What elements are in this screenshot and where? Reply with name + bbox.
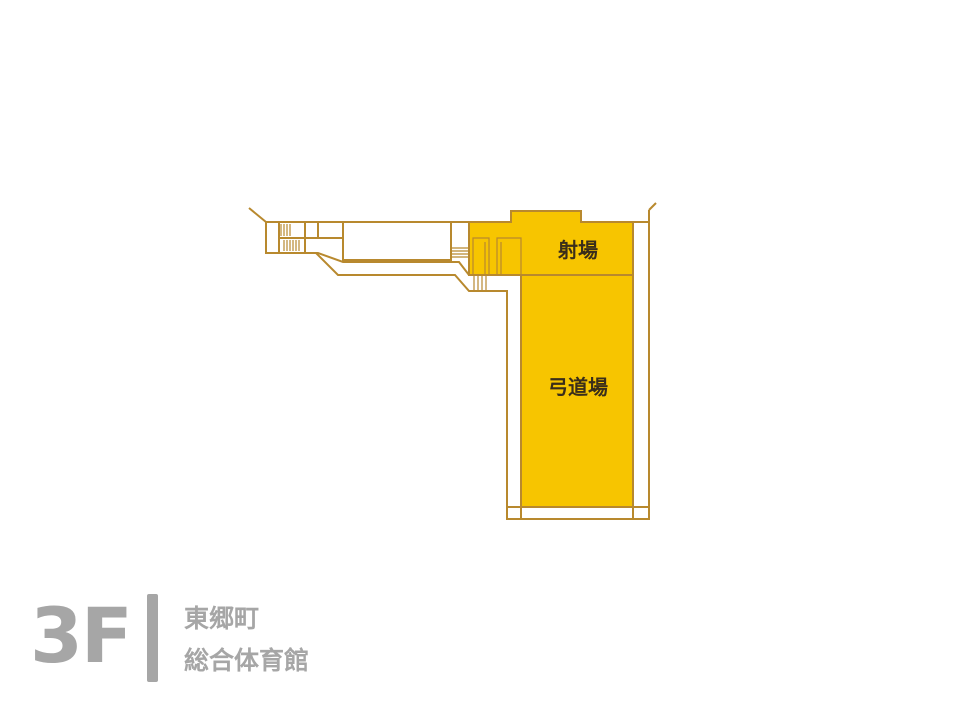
room-label-shajo: 射場 [557, 238, 598, 262]
floor-number: 3F [30, 591, 133, 680]
shajo-partitions [472, 237, 522, 275]
room-label-kyudojo: 弓道場 [548, 375, 608, 399]
stairs-central [451, 247, 487, 290]
building-walls [248, 202, 657, 520]
legend-divider [147, 594, 158, 682]
floor-legend: 3F 東郷町 総合体育館 [30, 592, 430, 686]
room-shajo[interactable] [468, 210, 634, 276]
room-kyudojo[interactable] [520, 274, 634, 508]
building-name-line1: 東郷町 [184, 604, 260, 633]
highlighted-rooms [468, 210, 634, 508]
building-name-line2: 総合体育館 [184, 646, 310, 675]
building-name: 東郷町 総合体育館 [184, 598, 309, 682]
stairs-west [280, 224, 300, 251]
